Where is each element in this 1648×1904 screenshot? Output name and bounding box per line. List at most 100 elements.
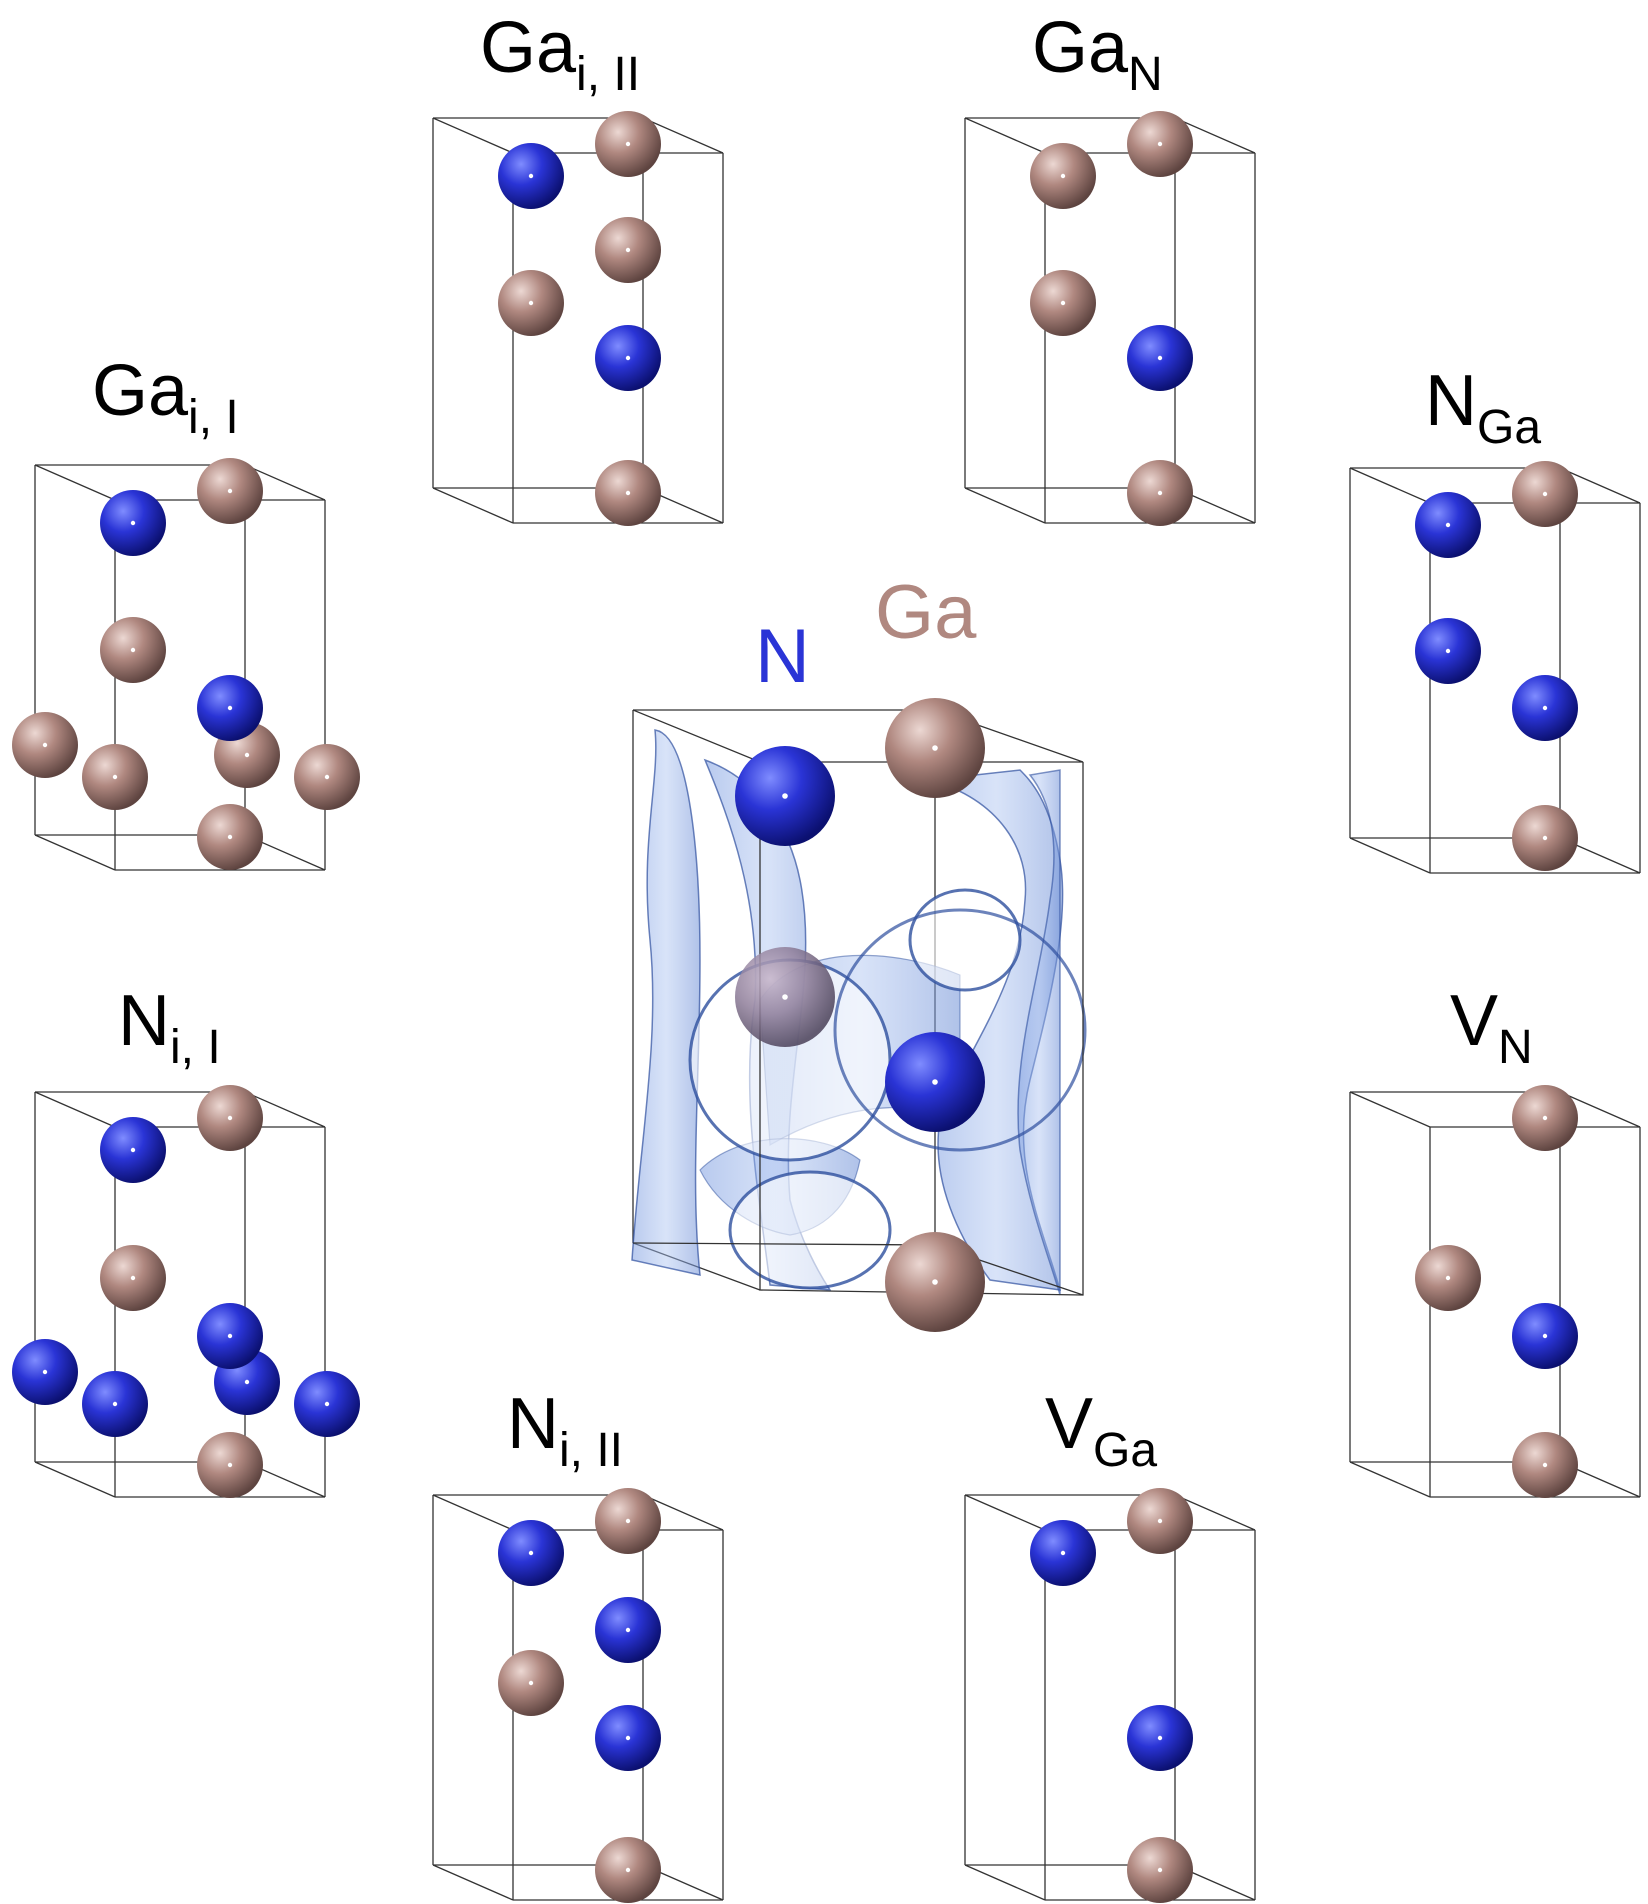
cell-atoms	[1415, 461, 1578, 871]
atom-highlight	[1157, 1735, 1163, 1741]
defect-label-main: N	[507, 1384, 559, 1464]
cell-edge	[34, 834, 116, 871]
atom-highlight	[528, 1680, 534, 1686]
atom-highlight	[227, 1462, 233, 1468]
cell-edge	[642, 1494, 724, 1531]
defect-label-sub: i, II	[576, 48, 640, 101]
cell-edge	[964, 117, 1046, 154]
atom-highlight	[932, 1279, 938, 1285]
cell-atoms	[498, 1488, 661, 1903]
atom-highlight	[227, 834, 233, 840]
defect-label: Ni, II	[507, 1384, 623, 1477]
atom-highlight	[1157, 490, 1163, 496]
cell-edge	[244, 464, 326, 501]
defect-cell-ga-iii: Gai, II	[432, 8, 724, 526]
defect-cell-n-iii: Ni, II	[432, 1384, 724, 1903]
atom-highlight	[1542, 835, 1548, 841]
defect-label-main: Ga	[1032, 8, 1129, 88]
cell-edges	[1349, 1091, 1641, 1498]
cell-edges	[1349, 467, 1641, 874]
defect-cell-v-n: VN	[1349, 981, 1641, 1498]
atom-highlight	[244, 752, 250, 758]
atom-highlight	[130, 520, 136, 526]
legend-gallium: Ga	[875, 570, 977, 655]
atom-highlight	[1157, 355, 1163, 361]
cell-edge	[34, 464, 116, 501]
atom-highlight	[1542, 1115, 1548, 1121]
defect-cell-ga-ii: Gai, I	[12, 351, 360, 871]
cell-edge	[1559, 467, 1641, 504]
atom-highlight	[1060, 173, 1066, 179]
cell-edges	[432, 1494, 724, 1901]
cell-edge	[1349, 1461, 1431, 1498]
defect-label-sub: Ga	[1093, 1424, 1157, 1477]
cell-edges	[964, 117, 1256, 524]
atom-highlight	[130, 1275, 136, 1281]
cell-edges	[964, 1494, 1256, 1901]
atom-highlight	[1542, 491, 1548, 497]
atom-highlight	[782, 994, 788, 1000]
cell-edge	[1174, 117, 1256, 154]
cell-atoms	[1030, 1488, 1193, 1903]
atom-highlight	[625, 1735, 631, 1741]
cell-edge	[1349, 1091, 1431, 1128]
cell-atoms	[12, 458, 360, 870]
atom-highlight	[625, 141, 631, 147]
defect-label: Gai, I	[92, 351, 239, 444]
cell-edge	[1559, 1091, 1641, 1128]
atom-highlight	[227, 1115, 233, 1121]
atom-highlight	[244, 1379, 250, 1385]
cell-edge	[1349, 837, 1431, 874]
center-cell: N Ga	[631, 570, 1087, 1332]
atom-highlight	[528, 1550, 534, 1556]
atom-highlight	[932, 745, 938, 751]
atom-highlight	[528, 300, 534, 306]
atom-highlight	[1542, 1333, 1548, 1339]
defect-cell-n-ii: Ni, I	[12, 981, 360, 1498]
atom-highlight	[130, 1147, 136, 1153]
atom-highlight	[112, 774, 118, 780]
atom-highlight	[625, 1518, 631, 1524]
cell-edges	[34, 1091, 326, 1498]
atom-highlight	[1542, 1462, 1548, 1468]
defect-label-main: V	[1045, 1384, 1093, 1464]
defect-label-main: N	[1425, 361, 1477, 441]
atom-highlight	[625, 247, 631, 253]
atom-highlight	[324, 774, 330, 780]
atom-highlight	[227, 488, 233, 494]
defect-label: Ni, I	[118, 981, 221, 1074]
cell-edge	[432, 487, 514, 524]
cell-edge	[1349, 467, 1431, 504]
atom-highlight	[227, 1333, 233, 1339]
cell-edge	[1174, 1494, 1256, 1531]
defect-cell-n-ga: NGa	[1349, 361, 1641, 874]
defect-label-main: Ga	[480, 8, 577, 88]
atom-highlight	[1157, 1518, 1163, 1524]
atom-highlight	[625, 355, 631, 361]
defect-label: GaN	[1032, 8, 1163, 101]
cell-atoms	[1030, 111, 1193, 526]
defect-label-main: V	[1450, 981, 1498, 1061]
cell-edge	[964, 1494, 1046, 1531]
legend-nitrogen: N	[755, 614, 810, 699]
atom-highlight	[528, 173, 534, 179]
cell-edge	[432, 1864, 514, 1901]
atom-highlight	[130, 647, 136, 653]
defect-label-main: Ga	[92, 351, 189, 431]
defect-label-sub: i, I	[170, 1021, 221, 1074]
cell-edge	[244, 1091, 326, 1128]
defect-label: Gai, II	[480, 8, 640, 101]
cell-atoms	[1415, 1085, 1578, 1498]
defect-label-sub: Ga	[1477, 401, 1541, 454]
atom-highlight	[782, 793, 788, 799]
cell-edges	[432, 117, 724, 524]
defect-label-sub: N	[1128, 48, 1163, 101]
atom-highlight	[112, 1401, 118, 1407]
atom-highlight	[1445, 1275, 1451, 1281]
defect-label-main: N	[118, 981, 170, 1061]
cell-edge	[34, 1091, 116, 1128]
atom-highlight	[1445, 522, 1451, 528]
atom-highlight	[625, 1627, 631, 1633]
defect-label-sub: i, II	[559, 1424, 623, 1477]
defect-cell-v-ga: VGa	[964, 1384, 1256, 1903]
